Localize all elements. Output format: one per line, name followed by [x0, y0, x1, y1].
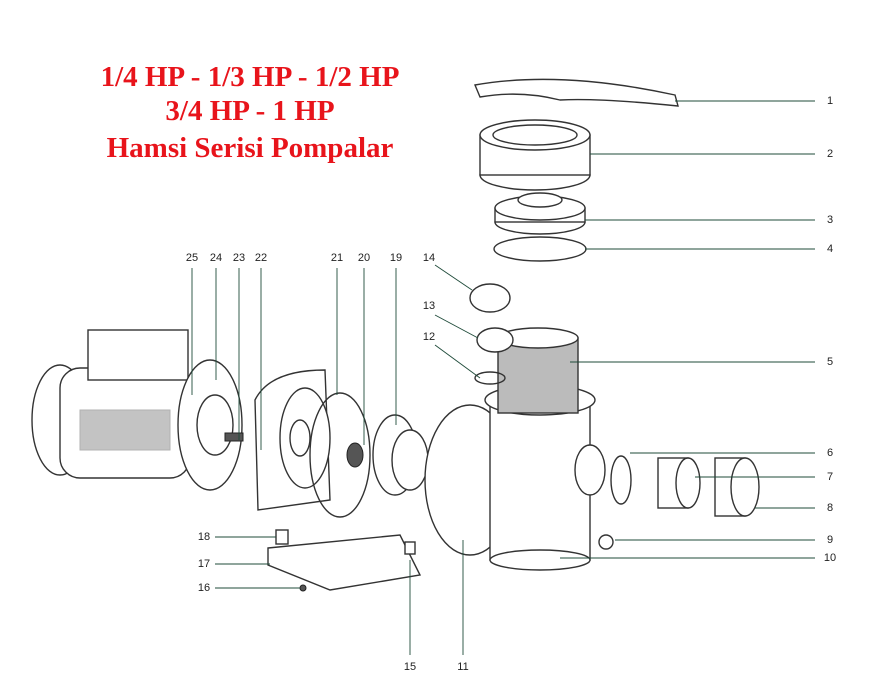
callout-1: 1: [826, 95, 834, 107]
callout-15: 15: [403, 661, 417, 673]
callout-10: 10: [823, 552, 837, 564]
part-adapter: [476, 327, 514, 353]
part-screw: [299, 584, 307, 592]
callout-14: 14: [422, 252, 436, 264]
callout-17: 17: [197, 558, 211, 570]
callout-18: 18: [197, 531, 211, 543]
part-mechanical-seal: [346, 442, 364, 468]
part-drain-plug: [598, 534, 614, 550]
part-wrench: [474, 78, 679, 107]
part-seal-plate: [254, 369, 331, 511]
part-base: [267, 529, 422, 591]
callout-23: 23: [232, 252, 246, 264]
callout-7: 7: [826, 471, 834, 483]
part-union-tail: [657, 457, 701, 509]
part-union-oring: [610, 455, 632, 505]
callout-2: 2: [826, 148, 834, 160]
part-union-nut-small: [469, 283, 511, 313]
title-line-1: 1/4 HP - 1/3 HP - 1/2 HP: [100, 61, 400, 93]
callout-16: 16: [197, 582, 211, 594]
title-line-2: 3/4 HP - 1 HP: [165, 95, 335, 127]
callout-21: 21: [330, 252, 344, 264]
part-gasket: [309, 392, 371, 518]
part-union-nut: [714, 457, 760, 517]
callout-20: 20: [357, 252, 371, 264]
callout-4: 4: [826, 243, 834, 255]
part-small-oring: [474, 371, 506, 385]
part-lid-ring: [479, 119, 591, 191]
callout-12: 12: [422, 331, 436, 343]
part-lid: [494, 192, 586, 235]
callout-5: 5: [826, 356, 834, 368]
callout-11: 11: [457, 661, 469, 673]
callout-3: 3: [826, 214, 834, 226]
callout-19: 19: [389, 252, 403, 264]
callout-24: 24: [209, 252, 223, 264]
callout-25: 25: [185, 252, 199, 264]
callout-9: 9: [826, 534, 834, 546]
part-lid-oring: [493, 236, 587, 262]
title-line-3: Hamsi Serisi Pompalar: [106, 132, 394, 164]
callout-22: 22: [254, 252, 268, 264]
callout-6: 6: [826, 447, 834, 459]
part-strainer-basket: [497, 327, 579, 414]
callout-13: 13: [422, 300, 436, 312]
part-motor: [31, 329, 244, 491]
leader-lines: [191, 100, 815, 655]
callout-8: 8: [826, 502, 834, 514]
part-impeller: [372, 414, 429, 496]
